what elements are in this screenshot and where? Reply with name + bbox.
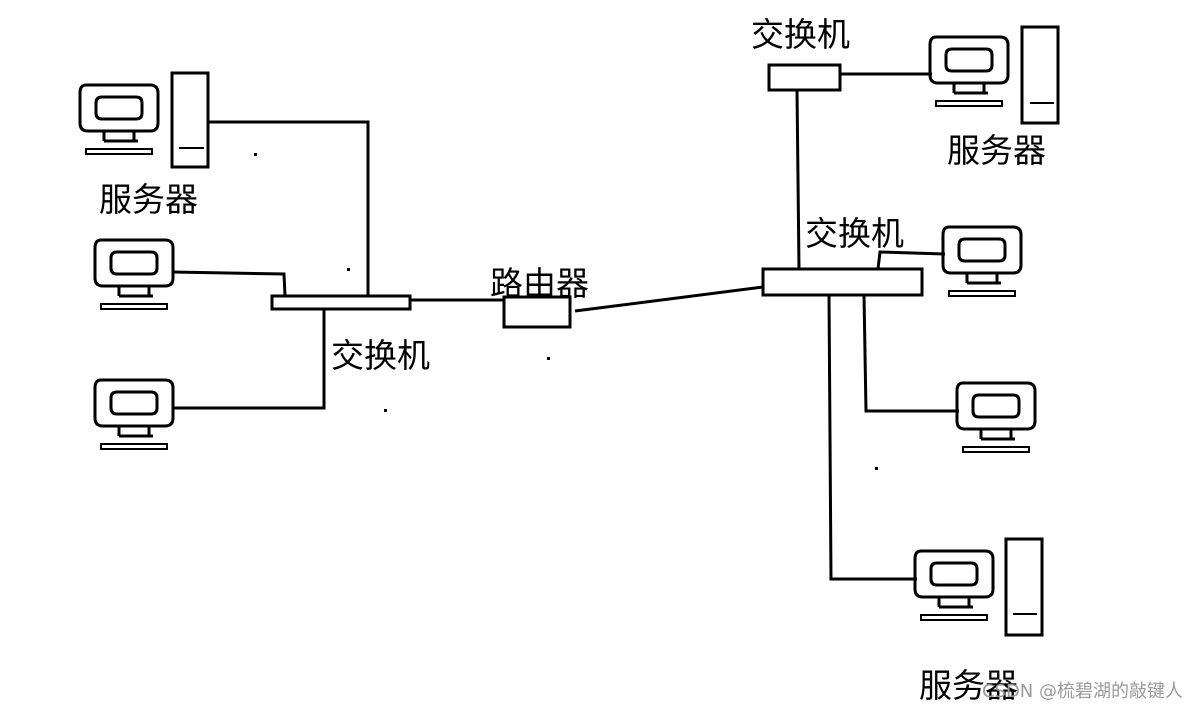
switch-right-box (761, 267, 924, 297)
label-switch-top-right: 交换机 (751, 15, 850, 54)
stray-dot (875, 467, 878, 470)
computer-icon (941, 225, 1023, 298)
label-router: 路由器 (490, 264, 589, 303)
link-pc2-to-switch-left (171, 270, 287, 297)
computer-icon (78, 83, 160, 156)
stray-dot (347, 268, 350, 271)
computer-icon (913, 549, 995, 622)
stray-dot (547, 357, 550, 360)
label-server-top-left: 服务器 (99, 180, 198, 219)
computer-icon (93, 238, 175, 311)
label-server-bottom-right: 服务器 (919, 666, 1018, 705)
switch-left-box (270, 294, 412, 311)
stray-dot (254, 153, 257, 156)
computer-icon (928, 35, 1010, 108)
server-tower-icon (1004, 537, 1044, 637)
stray-dot (384, 409, 387, 412)
label-switch-right: 交换机 (805, 214, 904, 253)
label-server-top-right: 服务器 (947, 131, 1046, 170)
label-switch-left: 交换机 (331, 336, 430, 375)
link-pc3-to-switch-left (172, 309, 326, 410)
watermark: CSDN @梳碧湖的敲键人 (982, 681, 1183, 702)
link-switch-top-right-to-switch-right (795, 89, 801, 270)
computer-icon (93, 378, 175, 451)
switch-top-right-box (767, 63, 842, 92)
link-server-to-switch-left (208, 120, 370, 296)
computer-icon (955, 381, 1037, 454)
link-switch-right-to-server-bottom (827, 294, 917, 581)
server-tower-icon (1020, 25, 1060, 125)
link-router-to-switch-right (574, 285, 764, 313)
link-switch-right-to-pc-b (862, 294, 959, 413)
router-box (502, 295, 572, 329)
link-switch-right-to-pc-a (876, 250, 946, 270)
server-tower-icon (170, 71, 210, 169)
